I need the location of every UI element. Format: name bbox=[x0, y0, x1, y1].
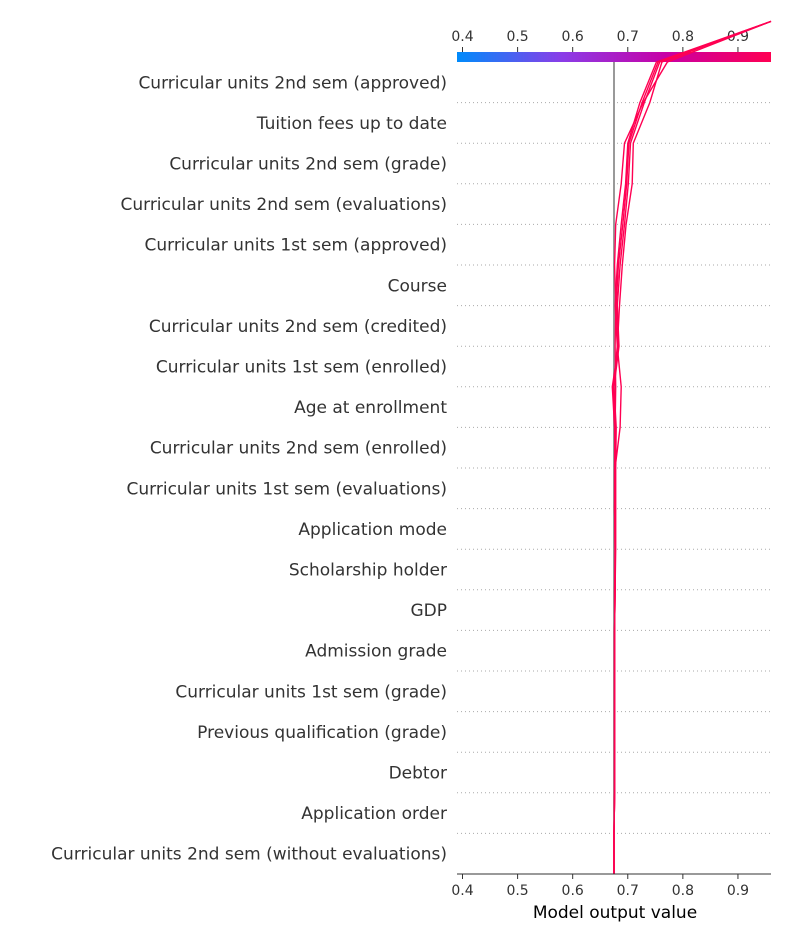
x-tick-label: 0.8 bbox=[672, 883, 694, 899]
top-tick-label: 0.5 bbox=[506, 29, 528, 45]
feature-label: Previous qualification (grade) bbox=[197, 723, 447, 743]
feature-label: Application order bbox=[301, 804, 447, 824]
top-tick-label: 0.6 bbox=[562, 29, 584, 45]
top-tick-label: 0.9 bbox=[727, 29, 749, 45]
feature-label: Tuition fees up to date bbox=[256, 114, 447, 134]
feature-label: Debtor bbox=[389, 764, 447, 784]
feature-label: Curricular units 2nd sem (evaluations) bbox=[120, 195, 447, 215]
feature-label: Admission grade bbox=[305, 642, 447, 662]
decision-line bbox=[611, 20, 772, 874]
feature-label: Age at enrollment bbox=[294, 398, 447, 418]
top-tick-label: 0.8 bbox=[672, 29, 694, 45]
feature-label: Curricular units 2nd sem (grade) bbox=[169, 155, 447, 175]
colorbar bbox=[457, 52, 771, 62]
feature-label: Scholarship holder bbox=[289, 561, 447, 581]
top-tick-label: 0.7 bbox=[617, 29, 639, 45]
feature-label: Course bbox=[388, 276, 447, 296]
decision-line bbox=[612, 20, 772, 874]
x-tick-label: 0.6 bbox=[562, 883, 584, 899]
feature-label: Curricular units 2nd sem (approved) bbox=[138, 73, 447, 93]
feature-labels: Curricular units 2nd sem (approved) Tuiti… bbox=[51, 73, 447, 864]
decision-line bbox=[613, 20, 772, 874]
feature-label: Curricular units 1st sem (grade) bbox=[175, 682, 447, 702]
feature-label: Curricular units 2nd sem (enrolled) bbox=[150, 439, 447, 459]
x-tick-label: 0.4 bbox=[451, 883, 473, 899]
decision-lines bbox=[611, 20, 772, 874]
colorbar-gradient bbox=[457, 52, 771, 62]
feature-label: Curricular units 1st sem (evaluations) bbox=[127, 479, 447, 499]
feature-label: Application mode bbox=[298, 520, 447, 540]
x-axis-title: Model output value bbox=[533, 903, 697, 923]
x-tick-label: 0.5 bbox=[506, 883, 528, 899]
x-tick-label: 0.9 bbox=[727, 883, 749, 899]
feature-label: Curricular units 2nd sem (without evalua… bbox=[51, 845, 447, 865]
decision-line bbox=[613, 20, 772, 874]
decision-line bbox=[613, 20, 772, 874]
feature-label: Curricular units 1st sem (approved) bbox=[144, 236, 447, 256]
feature-label: Curricular units 2nd sem (credited) bbox=[149, 317, 447, 337]
x-tick-label: 0.7 bbox=[617, 883, 639, 899]
feature-label: GDP bbox=[410, 601, 447, 621]
feature-label: Curricular units 1st sem (enrolled) bbox=[156, 358, 447, 378]
bottom-axis: 0.4 0.5 0.6 0.7 0.8 0.9 bbox=[451, 873, 771, 899]
top-axis: 0.4 0.5 0.6 0.7 0.8 0.9 bbox=[451, 29, 749, 52]
top-tick-label: 0.4 bbox=[451, 29, 473, 45]
